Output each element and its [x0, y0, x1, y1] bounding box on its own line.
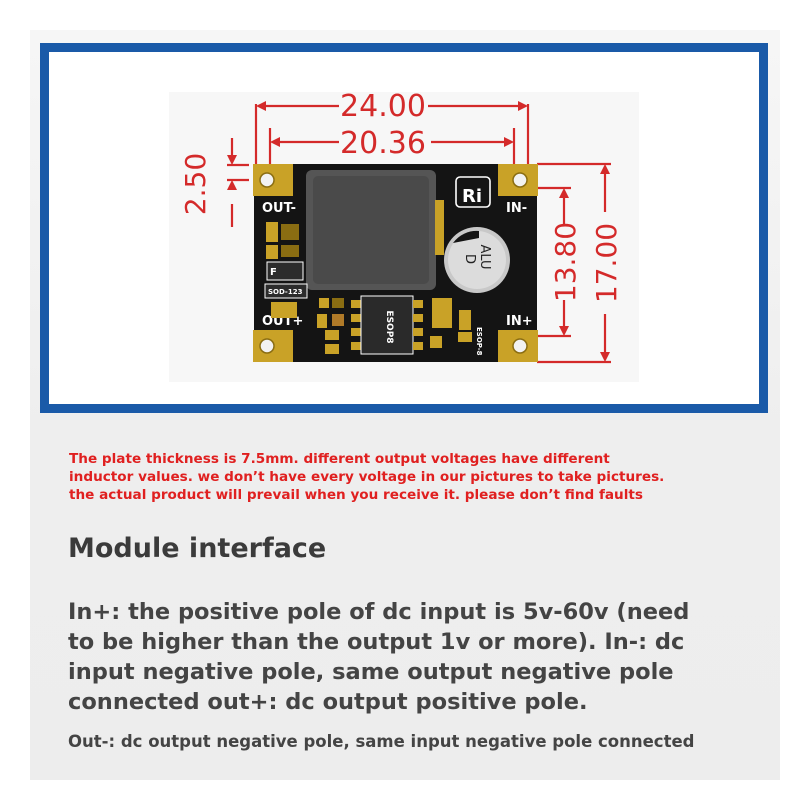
section-heading: Module interface: [68, 533, 327, 564]
smd-tantalum: [432, 298, 452, 328]
pcb-dimension-diagram: 24.00 20.36 2.50: [169, 89, 639, 382]
dimension-hole-offset-label: 2.50: [179, 153, 212, 215]
dimension-total-width-label: 17.00: [590, 223, 623, 303]
interface-description: In+: the positive pole of dc input is 5v…: [68, 597, 768, 717]
inductor-top: [313, 176, 429, 284]
brand-logo: Ri: [455, 176, 491, 208]
smd-resistor: [281, 245, 299, 257]
diode: [266, 261, 304, 281]
capacitor-label-alu: ALU: [477, 244, 492, 269]
smd-part: [325, 330, 339, 340]
dimension-hole-spacing-label: 20.36: [340, 126, 426, 161]
smd-cap: [271, 302, 297, 318]
smd-part: [430, 336, 442, 348]
smd-pad: [266, 245, 278, 259]
smd-part: [458, 332, 472, 342]
electrolytic-capacitor: ALU D: [444, 227, 510, 293]
pad-in-minus: [498, 164, 538, 196]
dimension-hole-spacing: [268, 128, 516, 164]
smd-part: [332, 298, 344, 308]
dimension-total-length-label: 24.00: [340, 89, 426, 124]
smd-resistor: [281, 224, 299, 240]
label-out-minus: OUT-: [262, 201, 296, 216]
description-line-1: In+: the positive pole of dc input is 5v…: [68, 599, 690, 625]
out-minus-description: Out-: dc output negative pole, same inpu…: [68, 732, 695, 751]
dimension-hole-span: [537, 186, 571, 338]
product-image-frame: 24.00 20.36 2.50: [40, 43, 768, 413]
notice-line-3: the actual product will prevail when you…: [69, 487, 643, 503]
pad-in-plus: [498, 330, 538, 362]
smd-part: [325, 344, 339, 354]
notice-line-2: inductor values. we don’t have every vol…: [69, 469, 665, 485]
capacitor-label-d: D: [462, 254, 477, 264]
smd-part: [459, 310, 471, 330]
ic-chip: ESOP8: [351, 295, 423, 355]
label-in-minus: IN-: [506, 201, 527, 216]
smd-part: [317, 314, 327, 328]
diode-silkscreen-label: SOD-123: [268, 288, 303, 296]
diode-symbol-label: F: [270, 267, 277, 278]
ic-label: ESOP8: [384, 310, 394, 343]
description-line-4: connected out+: dc output positive pole.: [68, 689, 588, 715]
svg-text:Ri: Ri: [462, 186, 482, 207]
product-image-area: 24.00 20.36 2.50: [49, 52, 759, 404]
smd-part: [319, 298, 329, 308]
label-in-plus: IN+: [506, 314, 533, 329]
smd-part: [332, 314, 344, 326]
pad-out-minus: [253, 164, 293, 196]
description-line-3: input negative pole, same output negativ…: [68, 659, 674, 685]
dimension-total-width: [537, 162, 611, 364]
description-line-2: to be higher than the output 1v or more)…: [68, 629, 685, 655]
smd-pad: [266, 222, 278, 242]
dimension-hole-offset: [227, 138, 249, 227]
inductor-terminal: [435, 200, 444, 255]
thickness-notice: The plate thickness is 7.5mm. different …: [69, 450, 749, 504]
dimension-total-length: [254, 101, 530, 164]
diode-silkscreen: [264, 283, 308, 299]
notice-line-1: The plate thickness is 7.5mm. different …: [69, 451, 610, 467]
pad-out-plus: [253, 330, 293, 362]
dimension-hole-span-label: 13.80: [549, 222, 582, 302]
pad-silkscreen-label: ESOP-8: [475, 327, 483, 356]
